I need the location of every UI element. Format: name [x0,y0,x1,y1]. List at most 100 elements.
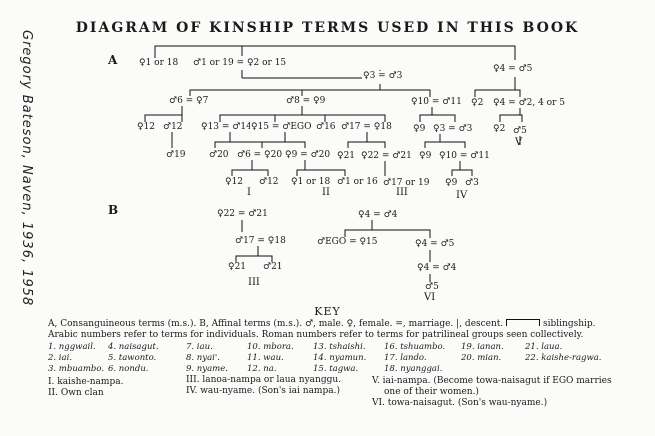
node-a-r3-d: ♀2 [470,98,485,108]
node-a-r6-c: ♀1 or 18 [290,177,332,187]
node-b7: ♂21 [262,262,284,272]
node-a-r6-b: ♂12 [258,177,280,187]
node-b8: ♀4 = ♂4 [416,263,458,273]
roman-iii-b: III [248,277,260,288]
node-a-r3-a: ♂6 = ♀7 [168,96,210,106]
node-b1: ♀22 = ♂21 [216,209,269,219]
section-b-label: B [108,203,119,217]
node-a-r4-h: ♀3 = ♂3 [432,124,474,134]
key-term: 18. nyanggai. [384,364,443,374]
key-line-1: A, Consanguineous terms (m.s.). B, Affin… [48,319,596,329]
key-term: 13. tshaishi. [313,342,366,352]
node-b5: ♀4 = ♂5 [414,239,456,249]
key-groups-mid: III. lanoa-nampa or laua nyanggu. IV. wa… [186,375,341,397]
key-line-1-text: A, Consanguineous terms (m.s.). B, Affin… [48,319,504,329]
node-b4: ♂EGO = ♀15 [316,237,379,247]
node-a-r5-e: ♀21 [336,151,357,161]
node-a-r3-b: ♂8 = ♀9 [285,96,327,106]
node-a-r4-i: ♀2 [492,124,507,134]
roman-vi: VI [424,292,436,303]
node-a-top-left: ♀1 or 18 [138,58,180,68]
roman-iv: IV [456,190,468,201]
key-line-2: Arabic numbers refer to terms for indivi… [48,330,584,340]
node-a-r2: ♀3 = ♂3 [362,71,404,81]
key-term: 12. na. [247,364,277,374]
key-terms-col-4: 10. mbora. 11. wau. 12. na. [247,342,294,375]
key-terms-col-2: 4. naisagut. 5. tawonto. 6. nondu. [108,342,159,375]
key-terms-col-7: 19. ianan. 20. mian. [461,342,504,364]
node-b2: ♀4 = ♂4 [357,210,399,220]
key-term: 9. nyame. [186,364,228,374]
key-terms-col-1: 1. nggwail. 2. iai. 3. mbuambo. [48,342,104,375]
section-a-label: A [108,53,118,67]
node-a-r4-d: ♀15 = ♂EGO [250,122,313,132]
node-a-top-right: ♀4 = ♂5 [492,64,534,74]
node-a-r4-b: ♂12 [162,122,184,132]
node-a-r5-g: ♀9 [418,151,433,161]
key-term: 22. kaishe-ragwa. [525,353,602,363]
key-terms-col-8: 21. laua. 22. kaishe-ragwa. [525,342,602,364]
node-b9: ♂5 [424,282,440,292]
key-term: 4. naisagut. [108,342,159,352]
key-term: 5. tawonto. [108,353,157,363]
node-a-r4-e: ♂16 [315,122,337,132]
key-group: III. lanoa-nampa or laua nyanggu. [186,375,342,385]
roman-iii-a: III [396,187,408,198]
key-terms-col-6: 16. tshuambo. 17. lando. 18. nyanggai. [384,342,445,375]
roman-ii: II [322,187,330,198]
key-title: KEY [314,305,341,318]
key-group: IV. wau-nyame. (Son's iai nampa.) [186,386,340,396]
key-term: 2. iai. [48,353,73,363]
node-a-r5-a: ♂19 [165,150,187,160]
siblingship-bracket-icon [506,319,541,326]
node-b3: ♂17 = ♀18 [234,236,287,246]
key-siblingship-text: siblingship. [543,319,596,329]
node-a-r5-f: ♀22 = ♂21 [360,151,413,161]
key-term: 21. laua. [525,342,563,352]
key-term: 19. ianan. [461,342,504,352]
key-term: 8. nyai'. [186,353,220,363]
key-term: 14. nyamun. [313,353,367,363]
node-a-r4-c: ♀13 = ♂14 [200,122,253,132]
node-a-r6-a: ♀12 [224,177,245,187]
node-a-r6-e: ♂17 or 19 [382,178,431,188]
key-term: 20. mian. [461,353,502,363]
key-group: II. Own clan [48,388,104,398]
roman-v: V [515,137,523,148]
node-a-r3-c: ♀10 = ♂11 [410,97,463,107]
key-term: 7. iau. [186,342,213,352]
key-groups-left: I. kaishe-nampa. II. Own clan [48,377,123,399]
key-terms-col-3: 7. iau. 8. nyai'. 9. nyame. [186,342,228,375]
node-a-r5-h: ♀10 = ♂11 [438,151,491,161]
key-term: 10. mbora. [247,342,294,352]
node-b6: ♀21 [227,262,248,272]
roman-i: I [247,187,251,198]
node-a-r5-d: ♀9 = ♂20 [284,150,332,160]
key-group: V. iai-nampa. (Become towa-naisagut if E… [372,376,612,386]
node-a-r6-f: ♀9 [444,178,459,188]
node-a-top-mid: ♂1 or 19 = ♀2 or 15 [192,58,288,68]
key-groups-right: V. iai-nampa. (Become towa-naisagut if E… [372,376,612,409]
a-top-bracket [154,45,516,60]
key-terms-col-5: 13. tshaishi. 14. nyamun. 15. tagwa. [313,342,366,375]
key-group: one of their women.) [384,387,479,397]
node-a-r3-e: ♀4 = ♂2, 4 or 5 [492,98,566,108]
key-group: I. kaishe-nampa. [48,377,124,387]
key-term: 11. wau. [247,353,284,363]
key-group: VI. towa-naisagut. (Son's wau-nyame.) [372,398,548,408]
node-a-r4-a: ♀12 [136,122,157,132]
key-term: 6. nondu. [108,364,149,374]
key-term: 3. mbuambo. [48,364,105,374]
node-a-r5-b: ♂20 [208,150,230,160]
node-a-r6-d: ♂1 or 16 [336,177,379,187]
node-a-r6-g: ♂3 [464,178,480,188]
key-term: 17. lando. [384,353,427,363]
node-a-r4-j: ♂5 [512,126,528,136]
node-a-r4-g: ♀9 [412,124,427,134]
key-term: 16. tshuambo. [384,342,446,352]
diagram-title: DIAGRAM OF KINSHIP TERMS USED IN THIS BO… [75,20,580,36]
node-a-r4-f: ♂17 = ♀18 [340,122,393,132]
key-term: 15. tagwa. [313,364,359,374]
key-term: 1. nggwail. [48,342,96,352]
